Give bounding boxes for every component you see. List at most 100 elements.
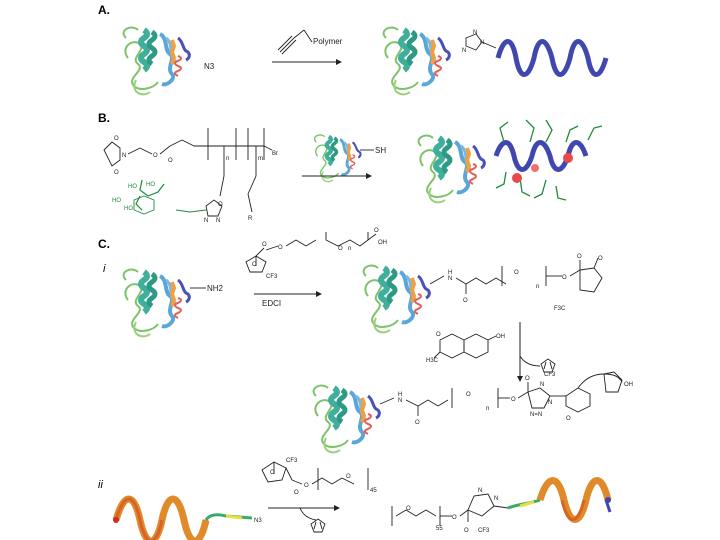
amide-peg-oxanorbornadiene: H N O O O O O bbox=[430, 254, 603, 304]
panel-b-subscript-n: n bbox=[226, 156, 229, 162]
product-oh: OH bbox=[624, 382, 633, 388]
panel-c-product-n: n bbox=[536, 284, 539, 290]
svg-text:O: O bbox=[168, 158, 173, 164]
panel-c-ii-sub-55: 55 bbox=[436, 526, 443, 532]
svg-text:O: O bbox=[598, 256, 603, 262]
panel-c-ii-product-cf3: CF3 bbox=[478, 528, 490, 534]
svg-text:N: N bbox=[478, 488, 482, 494]
reaction-arrow-c2 bbox=[517, 322, 540, 382]
sphere-icon bbox=[563, 153, 573, 163]
panel-c-sub-i: i bbox=[103, 263, 106, 275]
reaction-arrow-a bbox=[272, 59, 342, 65]
ho-label-3: HO bbox=[112, 198, 121, 204]
svg-text:O: O bbox=[511, 397, 516, 403]
svg-text:O: O bbox=[304, 483, 309, 489]
panel-c-subscript-n: n bbox=[348, 246, 351, 252]
panel-a-label: A. bbox=[98, 3, 110, 17]
product-n: n bbox=[486, 406, 489, 412]
oxanorbornadiene-peg-reagent: O O O O bbox=[262, 462, 368, 496]
panel-b-subscript-m: m bbox=[258, 156, 263, 162]
ho-label-2: HO bbox=[146, 182, 155, 188]
svg-text:N: N bbox=[204, 218, 208, 224]
svg-text:O: O bbox=[406, 506, 411, 512]
protein-ribbon-icon bbox=[419, 136, 485, 203]
protein-ribbon-icon bbox=[384, 28, 450, 95]
helical-peptide-icon bbox=[113, 499, 252, 540]
glycopolymer-helix-icon bbox=[496, 120, 602, 200]
svg-text:O: O bbox=[436, 332, 441, 338]
svg-text:O: O bbox=[153, 153, 158, 159]
svg-text:O: O bbox=[514, 270, 519, 276]
svg-text:O: O bbox=[346, 474, 351, 480]
svg-text:OH: OH bbox=[378, 240, 387, 246]
reaction-arrow-c1 bbox=[254, 291, 322, 297]
pegylated-peptide-product: O O O N N bbox=[392, 481, 611, 535]
ho-label-4: HO bbox=[124, 206, 133, 212]
svg-text:N: N bbox=[473, 30, 477, 36]
svg-text:O: O bbox=[278, 245, 283, 251]
polymer-helix-icon bbox=[498, 42, 606, 75]
panel-c-cf3-reagent: CF3 bbox=[266, 274, 278, 280]
svg-text:O: O bbox=[577, 254, 582, 260]
protein-ribbon-icon bbox=[124, 270, 190, 337]
panel-b-thiol: SH bbox=[375, 146, 386, 155]
svg-text:O: O bbox=[262, 242, 267, 248]
svg-text:O: O bbox=[252, 262, 257, 268]
svg-text:O: O bbox=[464, 528, 469, 534]
svg-text:O: O bbox=[374, 228, 379, 234]
svg-text:O: O bbox=[452, 515, 457, 521]
svg-text:O: O bbox=[562, 275, 567, 281]
panel-a-azide: N3 bbox=[204, 62, 215, 71]
svg-text:O: O bbox=[463, 298, 468, 304]
triazole-cf3: CF3 bbox=[544, 372, 556, 378]
furan-icon bbox=[541, 359, 555, 372]
protein-ribbon-icon bbox=[124, 28, 190, 95]
triazole-coumarin-product: H N O O O O N N N=N O bbox=[380, 372, 622, 426]
oxanorbornadiene-peg-acid: O O O O O OH bbox=[246, 228, 387, 272]
coupling-reagent-label: EDCI bbox=[262, 299, 281, 308]
svg-text:N: N bbox=[216, 218, 220, 224]
reaction-arrow-c3 bbox=[268, 505, 340, 520]
svg-text:O: O bbox=[270, 470, 275, 476]
sphere-icon bbox=[531, 164, 539, 172]
panel-c-ii-sub-45: 45 bbox=[370, 488, 377, 494]
triazole-icon: N N N bbox=[462, 30, 496, 54]
svg-text:N: N bbox=[122, 153, 126, 159]
svg-text:O: O bbox=[466, 392, 471, 398]
panel-c-f3c: F3C bbox=[554, 306, 566, 312]
svg-text:N=N: N=N bbox=[530, 412, 542, 418]
svg-text:O: O bbox=[415, 420, 420, 426]
svg-text:O: O bbox=[294, 490, 299, 496]
ho-label-1: HO bbox=[128, 184, 137, 190]
coumarin-h3c: H3C bbox=[426, 358, 439, 364]
panel-b-br: Br bbox=[272, 151, 278, 157]
svg-text:N: N bbox=[540, 382, 544, 388]
protein-ribbon-icon bbox=[314, 386, 380, 453]
svg-text:N: N bbox=[462, 48, 466, 54]
protein-ribbon-icon bbox=[364, 266, 430, 333]
svg-text:N: N bbox=[494, 496, 498, 502]
svg-text:N: N bbox=[448, 276, 452, 282]
panel-b-r-group: R bbox=[248, 216, 253, 222]
sphere-icon bbox=[512, 173, 522, 183]
panel-b-label: B. bbox=[98, 111, 110, 125]
svg-text:O: O bbox=[114, 136, 119, 142]
svg-text:N: N bbox=[548, 400, 552, 406]
panel-c-amine: NH2 bbox=[207, 284, 224, 293]
svg-text:N: N bbox=[398, 398, 402, 404]
furan-icon bbox=[311, 519, 325, 532]
panel-c-ii-azide: N3 bbox=[254, 518, 262, 524]
coumarin-reagent: O bbox=[434, 332, 496, 358]
svg-text:O: O bbox=[114, 170, 119, 176]
coumarin-oh: OH bbox=[496, 334, 505, 340]
panel-c-sub-ii: ii bbox=[98, 479, 103, 491]
svg-text:O: O bbox=[566, 416, 571, 422]
protein-ribbon-icon bbox=[315, 135, 361, 182]
panel-a-polymer-label: Polymer bbox=[313, 37, 343, 46]
panel-c-ii-cf3: CF3 bbox=[286, 458, 298, 464]
svg-text:O: O bbox=[338, 246, 343, 252]
alkyne-reagent bbox=[278, 30, 312, 54]
svg-text:O: O bbox=[525, 376, 530, 382]
panel-c-label: C. bbox=[98, 237, 110, 251]
